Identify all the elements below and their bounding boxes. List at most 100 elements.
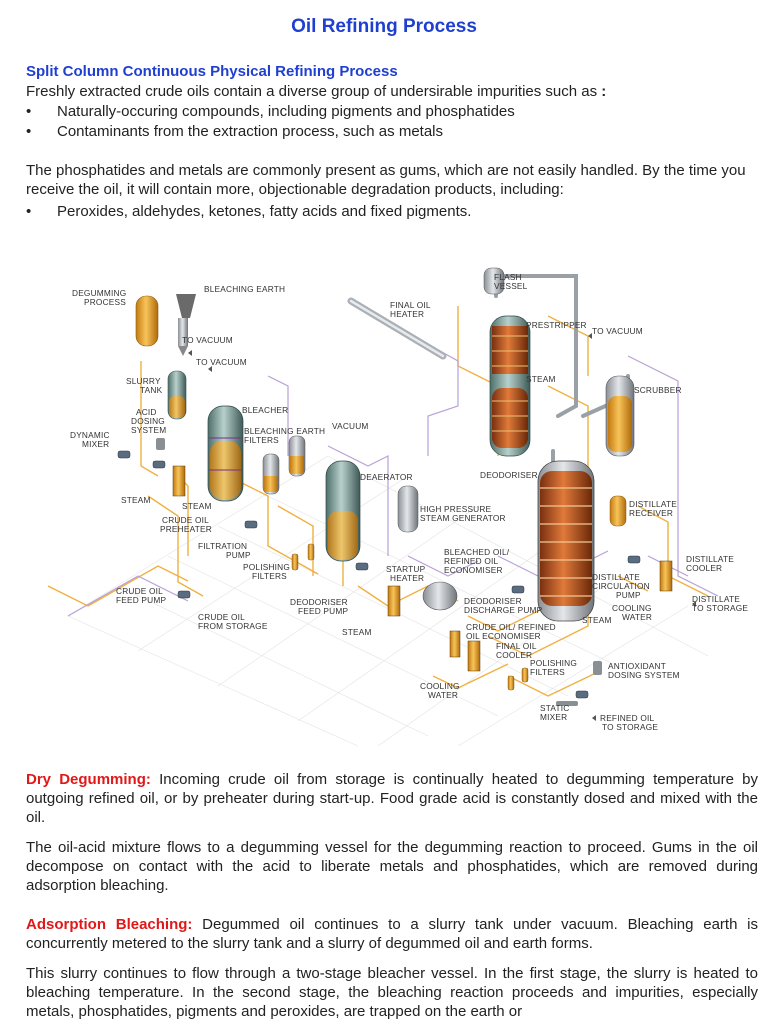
label-dynamic: DYNAMIC	[70, 430, 110, 440]
label-static: STATIC	[540, 703, 569, 713]
label-final-oil: FINAL OIL	[496, 641, 537, 651]
label-polishing: POLISHING	[243, 562, 290, 572]
label-mixer: MIXER	[82, 439, 109, 449]
bullet-dot: •	[26, 203, 32, 220]
label-crude-oil-refined: CRUDE OIL/ REFINED	[466, 622, 556, 632]
section-subtitle: Split Column Continuous Physical Refinin…	[26, 63, 398, 80]
label-refined-oil: REFINED OIL	[444, 556, 498, 566]
label-prestripper: PRESTRIPPER	[526, 320, 587, 330]
label-bleaching-earth: BLEACHING EARTH	[204, 284, 285, 294]
adsorption-heading: Adsorption Bleaching:	[26, 916, 193, 933]
bleaching-earth-filters	[262, 435, 306, 495]
label-distillate: DISTILLATE	[692, 594, 740, 604]
label-cooler: COOLER	[496, 650, 532, 660]
label-pump: PUMP	[616, 590, 641, 600]
label-filters: FILTERS	[252, 571, 287, 581]
label-crude-oil: CRUDE OIL	[198, 612, 245, 622]
label-mixer: MIXER	[540, 712, 567, 722]
scrubber-column	[605, 375, 635, 457]
adsorption-paragraph: Adsorption Bleaching: Degummed oil conti…	[26, 916, 758, 952]
label-bleaching-earth-filters: BLEACHING EARTH	[244, 426, 325, 436]
label-to-vacuum: TO VACUUM	[196, 357, 247, 367]
floor-grid	[67, 455, 709, 746]
final-oil-heater	[347, 297, 447, 360]
label-vessel: VESSEL	[494, 281, 528, 291]
flash-vessel	[483, 267, 505, 295]
gums-bullet: •Peroxides, aldehydes, ketones, fatty ac…	[26, 203, 472, 220]
label-bleacher: BLEACHER	[242, 405, 288, 415]
label-steam: STEAM	[182, 501, 212, 511]
label-heater: HEATER	[390, 573, 424, 583]
heat-exchangers	[172, 465, 673, 672]
label-scrubber: SCRUBBER	[634, 385, 682, 395]
label-refined-oil: REFINED OIL	[600, 713, 654, 723]
label-acid: ACID	[136, 407, 157, 417]
label-filters: FILTERS	[244, 435, 279, 445]
label-final-oil: FINAL OIL	[390, 300, 431, 310]
page-title: Oil Refining Process	[291, 16, 477, 37]
steam-generator	[397, 485, 419, 533]
label-pump: PUMP	[226, 550, 251, 560]
intro-text: Freshly extracted crude oils contain a d…	[26, 83, 607, 100]
polishing-filters	[291, 543, 529, 691]
prestripper-column	[489, 315, 531, 457]
label-heater: HEATER	[390, 309, 424, 319]
label-dosing-system: DOSING SYSTEM	[608, 670, 680, 680]
dry-degumming-paragraph-2: The oil-acid mixture flows to a degummin…	[26, 839, 758, 894]
label-to-vacuum: TO VACUUM	[182, 335, 233, 345]
bullet-dot: •	[26, 123, 32, 140]
distillate-receiver	[609, 495, 627, 527]
label-oil-economiser: OIL ECONOMISER	[466, 631, 541, 641]
label-water: WATER	[622, 612, 652, 622]
deodoriser-column	[537, 460, 595, 622]
label-steam-generator: STEAM GENERATOR	[420, 513, 506, 523]
label-water: WATER	[428, 690, 458, 700]
label-distillate: DISTILLATE	[629, 499, 677, 509]
dry-degumming-paragraph: Dry Degumming: Incoming crude oil from s…	[26, 771, 759, 826]
label-filters: FILTERS	[530, 667, 565, 677]
label-to-storage: TO STORAGE	[692, 603, 748, 613]
label-degumming: DEGUMMING	[72, 288, 126, 298]
label-crude-oil: CRUDE OIL	[116, 586, 163, 596]
refining-process-diagram: DEGUMMING PROCESS BLEACHING EARTH TO VAC…	[47, 267, 748, 746]
label-economiser: ECONOMISER	[444, 565, 503, 575]
label-deaerator: DEAERATOR	[360, 472, 413, 482]
dosing-units	[156, 438, 602, 706]
label-bleached-oil: BLEACHED OIL/	[444, 547, 510, 557]
label-crude-oil: CRUDE OIL	[162, 515, 209, 525]
label-distillate: DISTILLATE	[592, 572, 640, 582]
label-system: SYSTEM	[131, 425, 166, 435]
gums-paragraph: The phosphatides and metals are commonly…	[26, 162, 746, 198]
label-vacuum: VACUUM	[332, 421, 369, 431]
flow-arrows	[188, 333, 696, 721]
label-circulation: CIRCULATION	[592, 581, 650, 591]
deaerator-vessel	[325, 460, 361, 562]
bleacher-vessel	[207, 405, 244, 502]
intro-bullet: •Naturally-occuring compounds, including…	[26, 103, 515, 120]
label-to-vacuum: TO VACUUM	[592, 326, 643, 336]
economiser-vessel	[422, 581, 458, 611]
bullet-dot: •	[26, 103, 32, 120]
diagram-labels: DEGUMMING PROCESS BLEACHING EARTH TO VAC…	[70, 272, 748, 732]
label-deodoriser: DEODORISER	[464, 596, 522, 606]
degumming-tank	[135, 295, 159, 347]
label-deodoriser: DEODORISER	[290, 597, 348, 607]
label-startup: STARTUP	[386, 564, 426, 574]
label-cooling: COOLING	[420, 681, 460, 691]
label-steam: STEAM	[582, 615, 612, 625]
label-cooling: COOLING	[612, 603, 652, 613]
label-polishing: POLISHING	[530, 658, 577, 668]
bleaching-earth-hopper	[176, 294, 196, 356]
label-tank: TANK	[140, 385, 163, 395]
dry-degumming-heading: Dry Degumming:	[26, 771, 151, 788]
label-preheater: PREHEATER	[160, 524, 212, 534]
label-flash: FLASH	[494, 272, 522, 282]
svg-text:DEGUMMING: DEGUMMING	[72, 288, 126, 298]
label-deodoriser: DEODORISER	[480, 470, 538, 480]
label-feed-pump: FEED PUMP	[116, 595, 166, 605]
pumps	[117, 450, 641, 699]
slurry-tank	[167, 370, 187, 420]
label-feed-pump: FEED PUMP	[298, 606, 348, 616]
label-receiver: RECEIVER	[629, 508, 673, 518]
label-slurry: SLURRY	[126, 376, 161, 386]
